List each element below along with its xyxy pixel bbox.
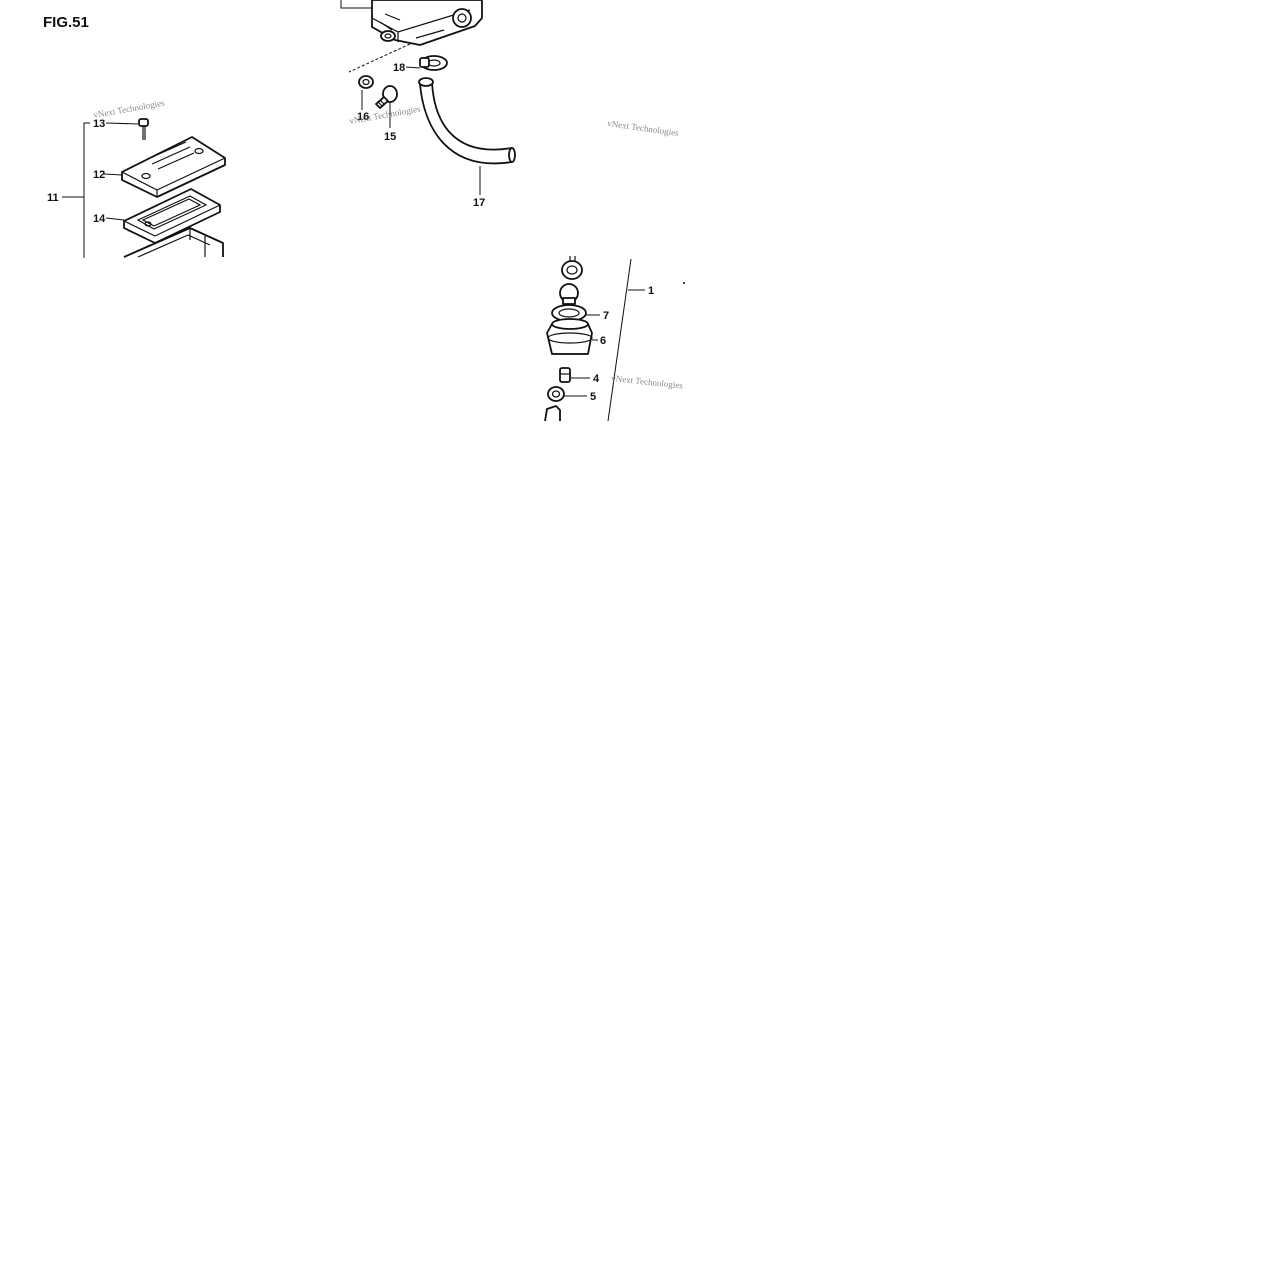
piston-group: 1 7 6	[544, 256, 684, 422]
label-17: 17	[473, 197, 485, 209]
label-5: 5	[590, 391, 596, 403]
screw-13	[138, 118, 149, 140]
label-4: 4	[593, 373, 600, 385]
bolt-15	[375, 85, 398, 109]
piston-head	[559, 283, 579, 305]
master-cylinder-group: 18 16 15 17 vNext Technologies	[340, 0, 516, 209]
label-14: 14	[93, 213, 106, 225]
watermark-2: vNext Technologies	[349, 104, 422, 126]
leader-12	[103, 173, 123, 176]
reservoir-body	[123, 227, 224, 258]
label-13: 13	[93, 118, 105, 130]
label-11: 11	[47, 192, 59, 204]
bracket-11	[83, 122, 90, 258]
reservoir-cap-12	[121, 136, 226, 198]
pin-4	[559, 367, 571, 383]
label-12: 12	[93, 169, 105, 181]
label-1: 1	[648, 285, 654, 297]
diaphragm-14	[123, 188, 221, 244]
label-16: 16	[357, 111, 369, 123]
watermark-3: vNext Technologies	[607, 118, 680, 138]
hose-clip-18	[419, 55, 448, 71]
label-7: 7	[603, 310, 609, 322]
label-18: 18	[393, 62, 405, 74]
label-15: 15	[384, 131, 396, 143]
reservoir-cap-group: 11 13 12 14	[47, 98, 226, 258]
master-cylinder-housing	[340, 0, 483, 46]
boot-cap	[561, 256, 583, 280]
hose-17	[418, 77, 516, 165]
label-6: 6	[600, 335, 606, 347]
assembly-line	[348, 43, 411, 73]
nut-5	[547, 386, 565, 402]
stray-mark	[683, 282, 685, 284]
washer-16	[358, 75, 374, 89]
bracket-1	[607, 258, 632, 422]
leader-18	[405, 66, 421, 69]
watermark-1: vNext Technologies	[93, 98, 166, 120]
watermark-4: vNext Technologies	[611, 373, 684, 391]
cup-6	[546, 318, 593, 355]
leader-14	[105, 217, 125, 221]
leader-13	[105, 122, 139, 125]
figure-title: FIG.51	[43, 14, 89, 31]
push-rod	[544, 405, 561, 422]
